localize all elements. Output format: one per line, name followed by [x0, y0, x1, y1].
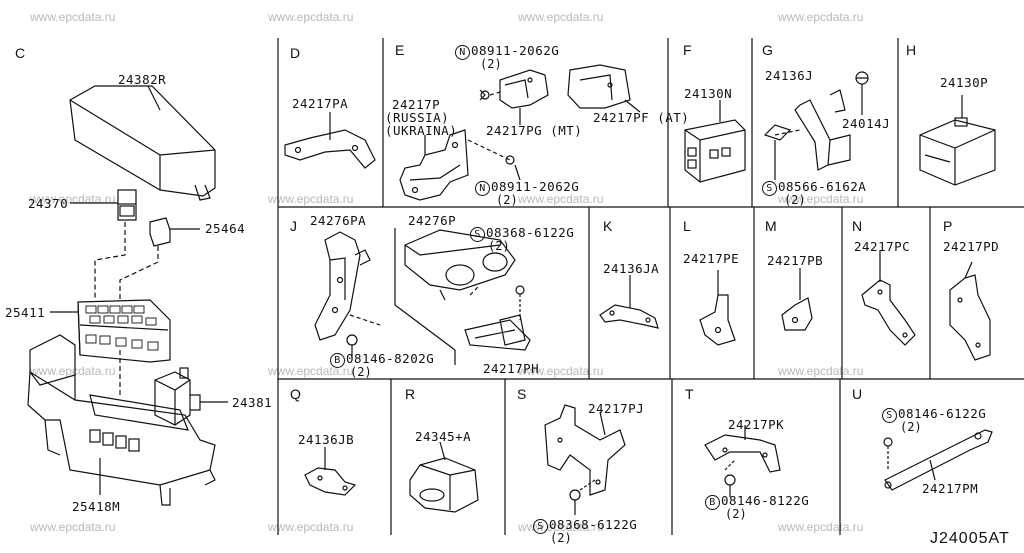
part-label[interactable]: 24136JB	[298, 432, 355, 447]
bolt-prefix-icon: B	[330, 353, 345, 368]
part-label[interactable]: 24276PA	[310, 213, 367, 228]
section-label-d: D	[290, 45, 301, 61]
quantity: (2)	[784, 193, 806, 207]
quantity: (2)	[480, 57, 502, 71]
watermark: www.epcdata.ru	[268, 192, 354, 206]
part-number: 08911-2062G	[491, 179, 580, 194]
part-label[interactable]: 24217PK	[728, 417, 785, 432]
part-label[interactable]: 24217PE	[683, 251, 740, 266]
section-label-f: F	[683, 42, 692, 58]
part-label[interactable]: 24217PJ	[588, 401, 645, 416]
part-label[interactable]: 24370	[28, 196, 69, 211]
section-label-j: J	[290, 218, 297, 234]
part-label[interactable]: 24276P	[408, 213, 457, 228]
part-label[interactable]: 25411	[5, 305, 46, 320]
watermark: www.epcdata.ru	[30, 520, 116, 534]
part-label[interactable]: 24217PG (MT)	[486, 123, 583, 138]
part-number: 08368-6122G	[486, 225, 575, 240]
section-label-g: G	[762, 42, 773, 58]
quantity: (2)	[496, 193, 518, 207]
watermark: www.epcdata.ru	[268, 364, 354, 378]
part-label[interactable]: 24217P	[392, 97, 441, 112]
nut-prefix-icon: N	[475, 181, 490, 196]
part-number: 08911-2062G	[471, 43, 560, 58]
part-number: 08566-6162A	[778, 179, 867, 194]
part-label[interactable]: 24217PD	[943, 239, 1000, 254]
section-label-n: N	[852, 218, 863, 234]
watermark: www.epcdata.ru	[518, 192, 604, 206]
part-label[interactable]: 24382R	[118, 72, 167, 87]
watermark: www.epcdata.ru	[778, 192, 864, 206]
part-number: 08146-8202G	[346, 351, 435, 366]
part-label[interactable]: 24014J	[842, 116, 891, 131]
part-label[interactable]: 24136JA	[603, 261, 660, 276]
part-label[interactable]: 24136J	[765, 68, 814, 83]
part-number: 08146-6122G	[898, 406, 987, 421]
part-label[interactable]: 24217PB	[767, 253, 824, 268]
fuse-block-25411	[77, 299, 171, 363]
watermark: www.epcdata.ru	[518, 10, 604, 24]
section-label-e: E	[395, 42, 405, 58]
section-label-u: U	[852, 386, 863, 402]
quantity: (2)	[488, 239, 510, 253]
screw-prefix-icon: S	[882, 408, 897, 423]
watermark: www.epcdata.ru	[518, 364, 604, 378]
watermark: www.epcdata.ru	[778, 520, 864, 534]
watermark: www.epcdata.ru	[268, 10, 354, 24]
region-note: (UKRAINA)	[385, 123, 458, 138]
section-label-s: S	[517, 386, 527, 402]
cover-24382r	[69, 85, 216, 197]
part-label[interactable]: 24217PM	[922, 481, 979, 496]
part-label[interactable]: 24217PF (AT)	[593, 110, 690, 125]
section-label-l: L	[683, 218, 691, 234]
bracket-25418m	[27, 370, 216, 486]
section-label-r: R	[405, 386, 416, 402]
nut-prefix-icon: N	[455, 45, 470, 60]
part-label[interactable]: 24381	[232, 395, 273, 410]
screw-prefix-icon: S	[470, 227, 485, 242]
part-label[interactable]: 25464	[205, 221, 246, 236]
part-number: 08368-6122G	[549, 517, 638, 532]
part-label[interactable]: 24345+A	[415, 429, 472, 444]
watermark: www.epcdata.ru	[30, 364, 116, 378]
section-label-t: T	[685, 386, 694, 402]
section-label-k: K	[603, 218, 613, 234]
screw-prefix-icon: S	[533, 519, 548, 534]
part-label[interactable]: 25418M	[72, 499, 121, 514]
watermark: www.epcdata.ru	[30, 10, 116, 24]
diagram-code: J24005AT	[930, 530, 1010, 547]
part-label[interactable]: 24217PC	[854, 239, 911, 254]
quantity: (2)	[350, 365, 372, 379]
section-label-c: C	[15, 45, 26, 61]
bolt-prefix-icon: B	[705, 495, 720, 510]
region-note: (RUSSIA)	[385, 110, 450, 125]
part-label[interactable]: 24130P	[940, 75, 989, 90]
quantity: (2)	[725, 507, 747, 521]
watermark: www.epcdata.ru	[268, 520, 354, 534]
screw-prefix-icon: S	[762, 181, 777, 196]
section-label-h: H	[906, 42, 917, 58]
part-number: 08146-8122G	[721, 493, 810, 508]
part-label[interactable]: 24217PH	[483, 361, 540, 376]
section-label-m: M	[765, 218, 777, 234]
section-label-p: P	[943, 218, 953, 234]
part-label[interactable]: 24217PA	[292, 96, 349, 111]
watermark: www.epcdata.ru	[778, 10, 864, 24]
quantity: (2)	[900, 420, 922, 434]
quantity: (2)	[550, 531, 572, 545]
section-label-q: Q	[290, 386, 301, 402]
part-label[interactable]: 24130N	[684, 86, 733, 101]
